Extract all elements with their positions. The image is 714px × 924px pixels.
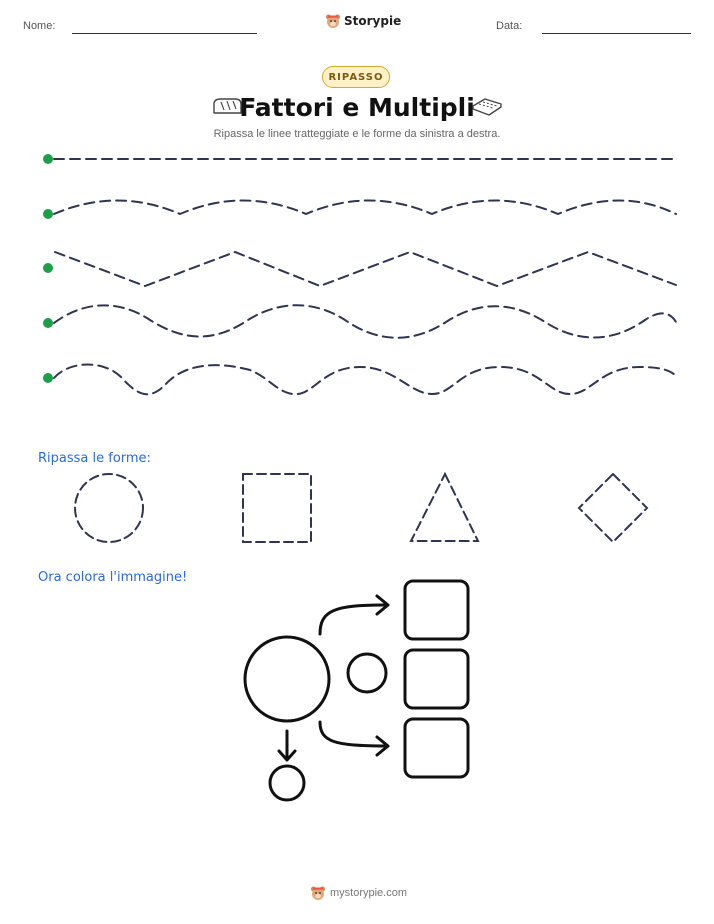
bread-icon	[213, 98, 242, 114]
trace-shape-diamond[interactable]	[577, 472, 649, 544]
diagram-box-top[interactable]	[403, 579, 470, 641]
start-dot	[43, 209, 53, 219]
name-label: Nome:	[23, 20, 56, 32]
trace-shape-square[interactable]	[242, 473, 312, 543]
brand-logo: Storypie	[325, 13, 401, 29]
bear-mascot-icon	[326, 14, 340, 28]
color-section-label: Ora colora l'immagine!	[38, 570, 188, 585]
start-dot	[43, 154, 53, 164]
trace-line-wave-3[interactable]	[53, 363, 677, 396]
diagram-small-circle[interactable]	[346, 652, 388, 694]
bear-mascot-icon	[311, 886, 325, 900]
review-badge: RIPASSO	[322, 66, 390, 88]
shapes-section-label: Ripassa le forme:	[38, 451, 151, 466]
start-dot	[43, 263, 53, 273]
date-line[interactable]	[542, 33, 691, 34]
trace-line-wave-1[interactable]	[53, 199, 677, 216]
instructions: Ripassa le linee tratteggiate e le forme…	[213, 128, 501, 140]
diagram-big-circle[interactable]	[243, 635, 331, 723]
page-title: Fattori e Multipli	[239, 93, 475, 122]
start-dot	[43, 318, 53, 328]
footer-url[interactable]: mystorypie.com	[330, 887, 408, 899]
start-dot	[43, 373, 53, 383]
trace-shape-circle[interactable]	[74, 473, 144, 543]
diagram-arrow-up-right	[318, 594, 390, 636]
diagram-bottom-circle[interactable]	[268, 764, 306, 802]
brand-name: Storypie	[344, 14, 402, 28]
diagram-box-middle[interactable]	[403, 648, 470, 710]
trace-line-zigzag[interactable]	[54, 250, 677, 288]
sponge-cake-icon	[472, 98, 502, 116]
name-line[interactable]	[72, 33, 257, 34]
diagram-arrow-down-right	[318, 720, 390, 757]
trace-line-wave-2[interactable]	[53, 304, 677, 339]
footer: mystorypie.com	[310, 885, 407, 901]
diagram-box-bottom[interactable]	[403, 717, 470, 779]
date-label: Data:	[496, 20, 523, 32]
trace-shape-triangle[interactable]	[409, 471, 480, 542]
diagram-arrow-down	[277, 729, 297, 762]
